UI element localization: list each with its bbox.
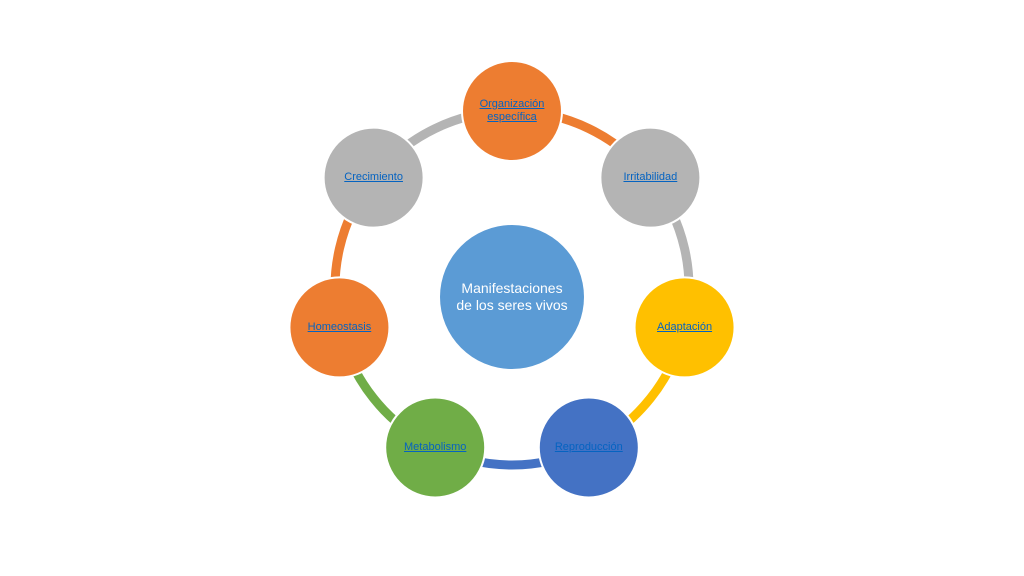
node-link-irritabilidad[interactable]: Irritabilidad [623, 171, 678, 184]
node-circle-irritabilidad[interactable] [599, 126, 702, 229]
node-link-crecimiento[interactable]: Crecimiento [344, 171, 403, 184]
node-circle-crecimiento[interactable] [322, 126, 425, 229]
node-circle-reproduccion[interactable] [537, 396, 640, 499]
node-circle-organizacion[interactable] [461, 60, 563, 162]
node-circle-homeostasis[interactable] [288, 276, 391, 379]
center-label: Manifestaciones de los seres vivos [456, 280, 568, 313]
node-circle-metabolismo[interactable] [384, 396, 487, 499]
cycle-nodes [288, 60, 736, 499]
center-circle [440, 225, 584, 369]
node-link-adaptacion[interactable]: Adaptación [657, 320, 713, 333]
node-link-homeostasis[interactable]: Homeostasis [307, 320, 372, 333]
node-link-metabolismo[interactable]: Metabolismo [404, 440, 467, 453]
node-circle-adaptacion[interactable] [633, 276, 736, 379]
node-link-organizacion[interactable]: Organización específica [479, 98, 545, 123]
node-link-reproduccion[interactable]: Reproducción [554, 440, 623, 453]
